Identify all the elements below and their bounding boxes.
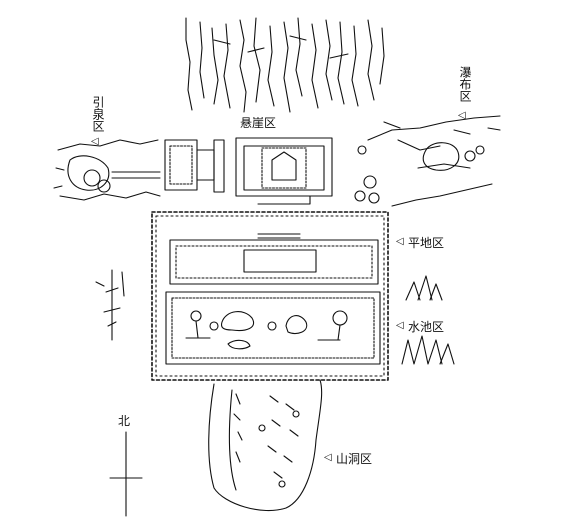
inner-wall [155,215,385,377]
courtyard-structure [164,139,225,193]
pond-label: 水池区 [408,320,445,334]
flatland-area [169,233,379,285]
outer-wall [151,211,389,381]
cliff-label: 悬崖区 [240,116,277,130]
diversion-marker-icon: ◁ [91,136,99,147]
pond-marker-icon: ◁ [396,320,404,331]
waterfall-area [354,115,501,207]
flatland-marker-icon: ◁ [396,236,404,247]
flatland-label: 平地区 [408,236,445,250]
north-arrow [109,431,143,517]
pavilion [235,137,333,205]
pond-area [165,291,381,365]
cave-marker-icon: ◁ [324,452,332,463]
waterfall-marker-icon: ◁ [458,110,466,121]
cave-mountain [208,379,323,512]
north-label: 北 [118,414,131,428]
left-plants [95,269,125,341]
cliff-strokes [185,17,385,113]
cave-label: 山洞区 [336,452,373,466]
waterfall-label: 瀑布区 [458,66,472,102]
right-grass [401,275,455,365]
diversion-label: 引泉区 [91,96,105,132]
spring-area [53,139,161,201]
